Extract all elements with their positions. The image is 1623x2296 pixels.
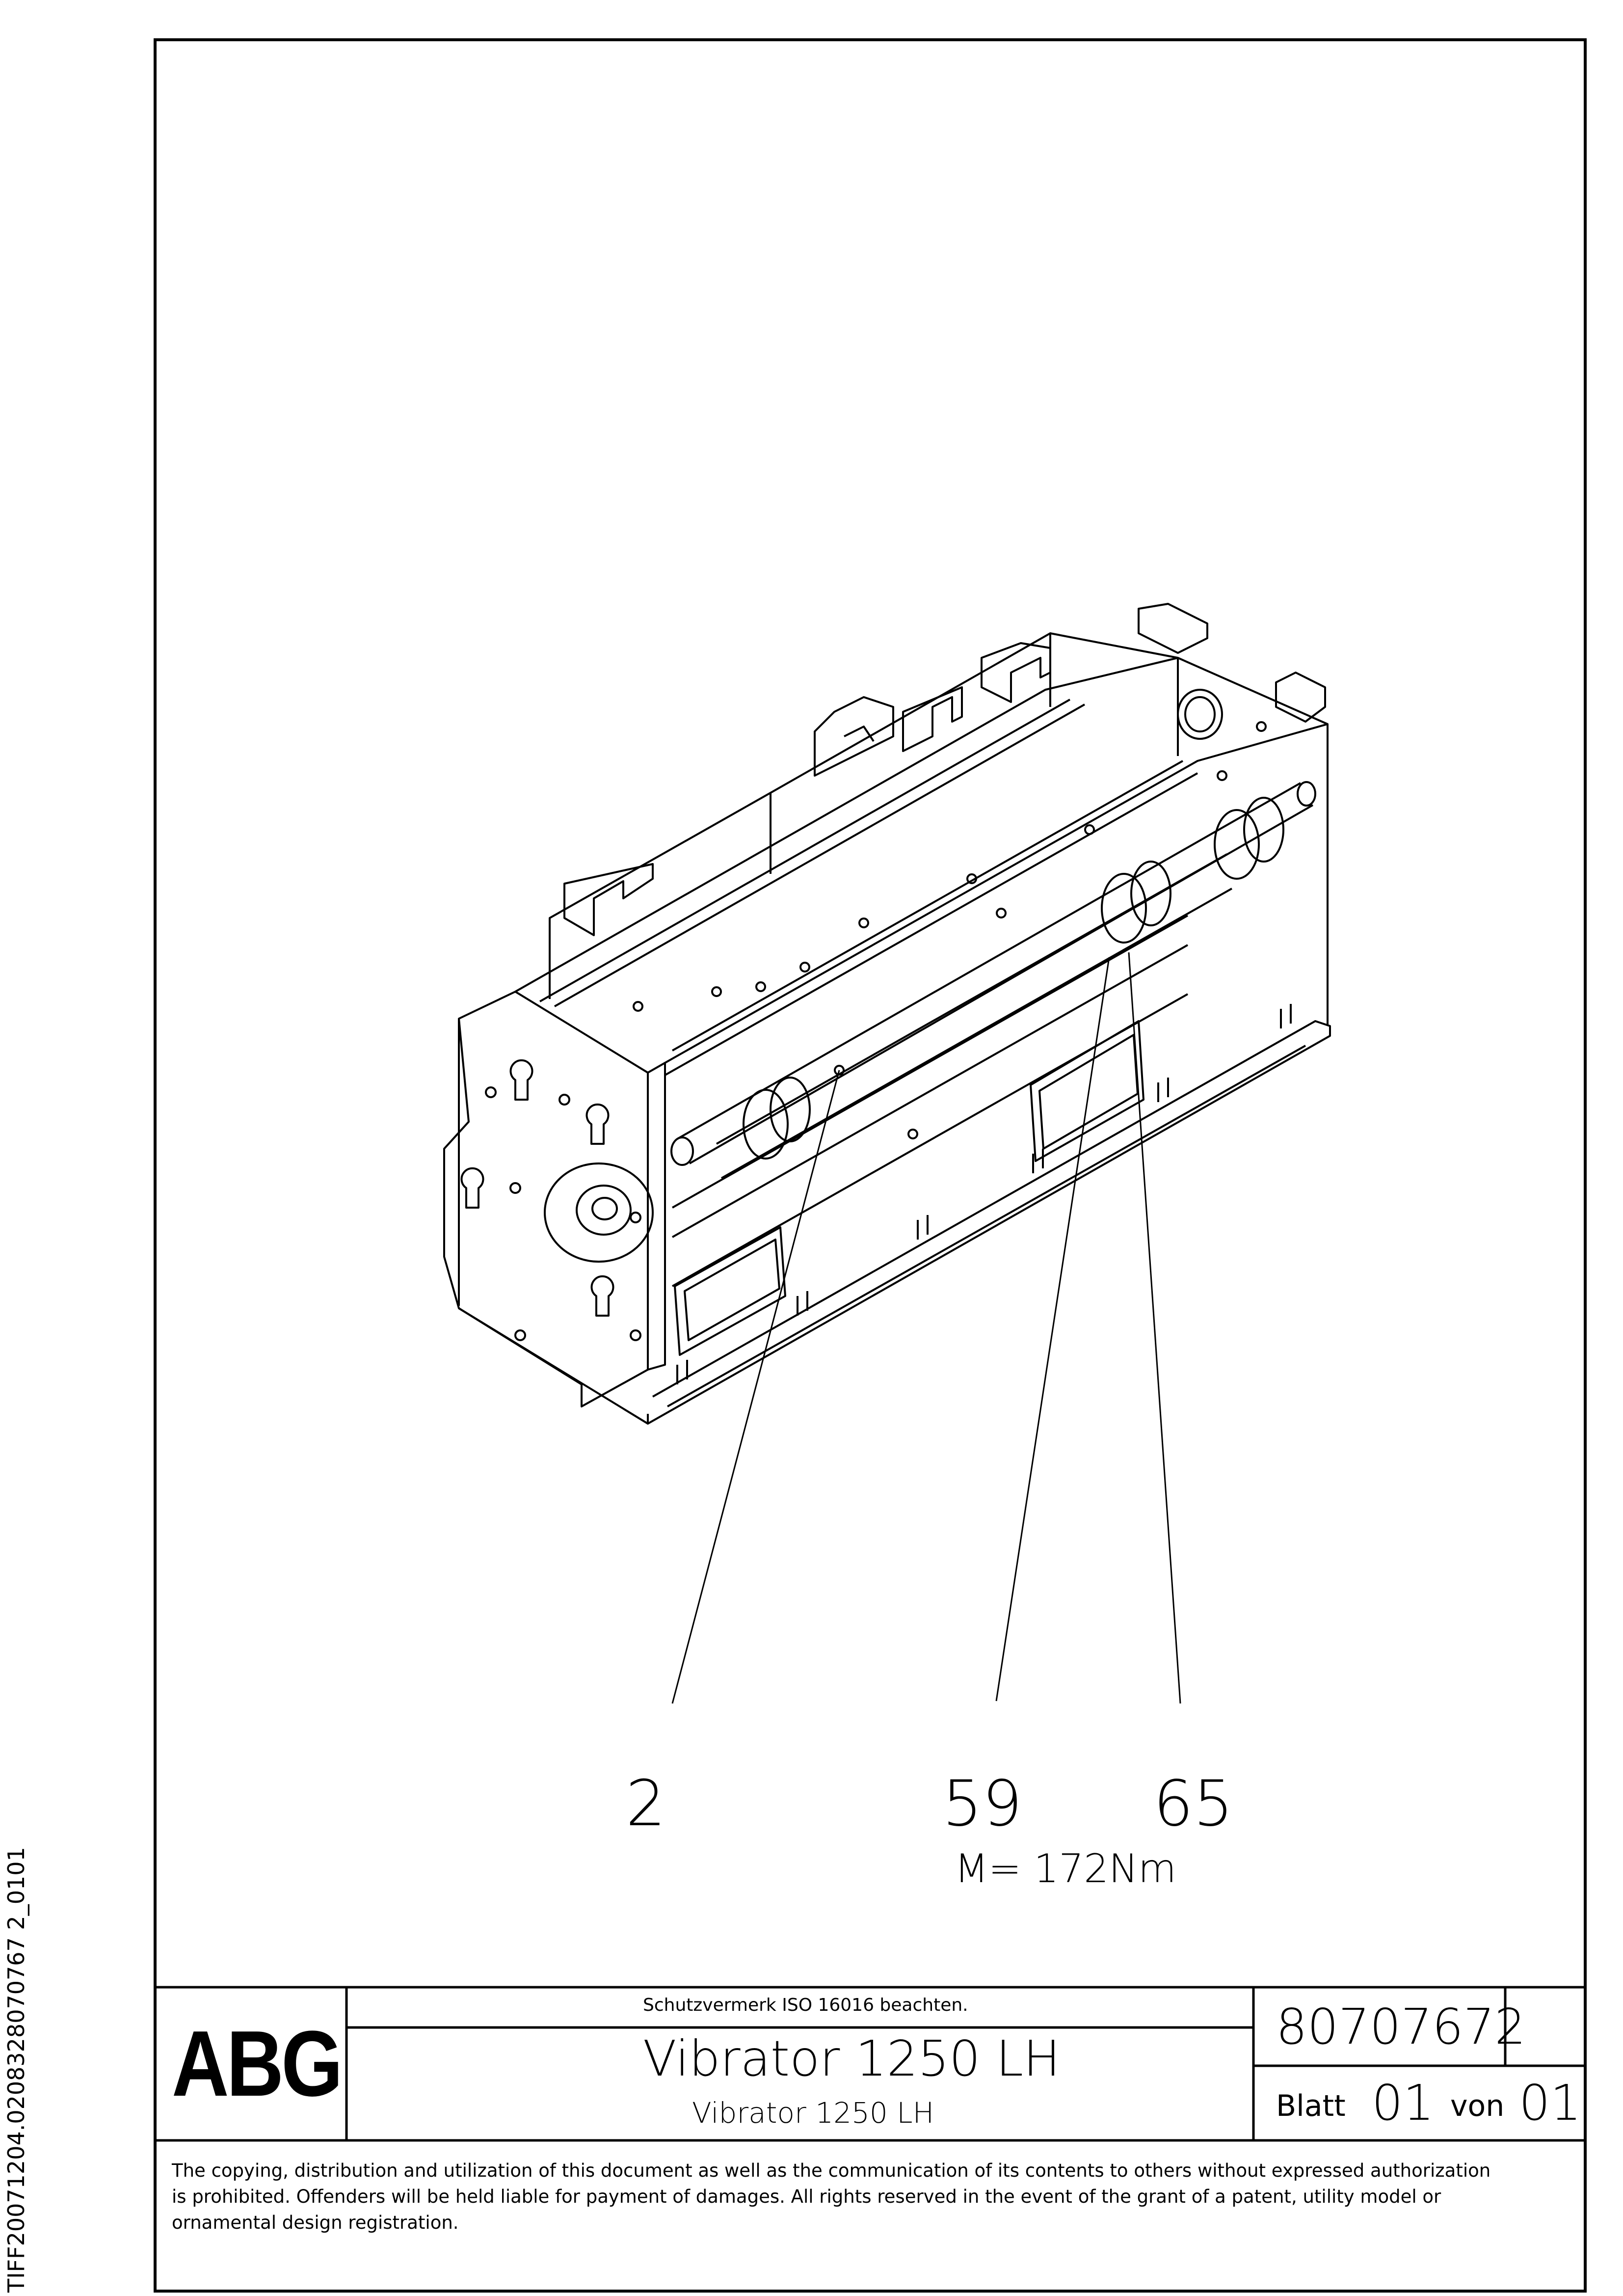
title-block-lines [154,1986,1587,2142]
leader-65 [1128,952,1181,1704]
leader-2 [671,1070,840,1704]
leader-59 [995,957,1110,1702]
leader-lines [671,952,1181,1704]
top-brackets [563,603,1326,936]
drawing-subtitle: Vibrator 1250 LH [692,2096,934,2130]
callout-part-65: 65 [1153,1767,1233,1840]
copyright-line-3: ornamental design registration. [172,2212,459,2233]
copyright-line-2: is prohibited. Offenders will be held li… [172,2186,1441,2207]
sheet-total: 01 [1519,2074,1582,2132]
keyhole-slots [460,1059,614,1317]
studs [676,1004,1292,1384]
base-plate [458,1020,1331,1425]
cover-plate-right [1030,1020,1144,1162]
drawing-title: Vibrator 1250 LH [643,2030,1061,2087]
drawing-frame [154,38,1587,2293]
of-label: von [1450,2089,1505,2123]
left-end-plate [443,991,649,1407]
callout-part-2: 2 [626,1767,666,1840]
vibrator-shaft [677,782,1313,1164]
end-plate-holes [485,1086,641,1341]
sheet-label: Blatt [1276,2089,1346,2123]
protection-note: Schutzvermerk ISO 16016 beachten. [643,1995,968,2015]
copyright-line-1: The copying, distribution and utilizatio… [172,2160,1491,2181]
abg-logo: ABG [172,2012,343,2116]
sheet-number: 01 [1372,2074,1435,2132]
cover-plate-left [674,1226,786,1356]
top-rail-back [515,657,1328,993]
eccentric-weights [743,797,1284,1160]
eccentric-tube [716,853,1232,1179]
panel-holes [633,721,1267,1139]
drawing-number: 80707672 [1276,1998,1526,2055]
top-rail-front [665,723,1329,1064]
end-bearing [544,1162,654,1263]
callout-part-59: 59 [942,1767,1022,1840]
torque-spec: M= 172Nm [955,1846,1176,1891]
